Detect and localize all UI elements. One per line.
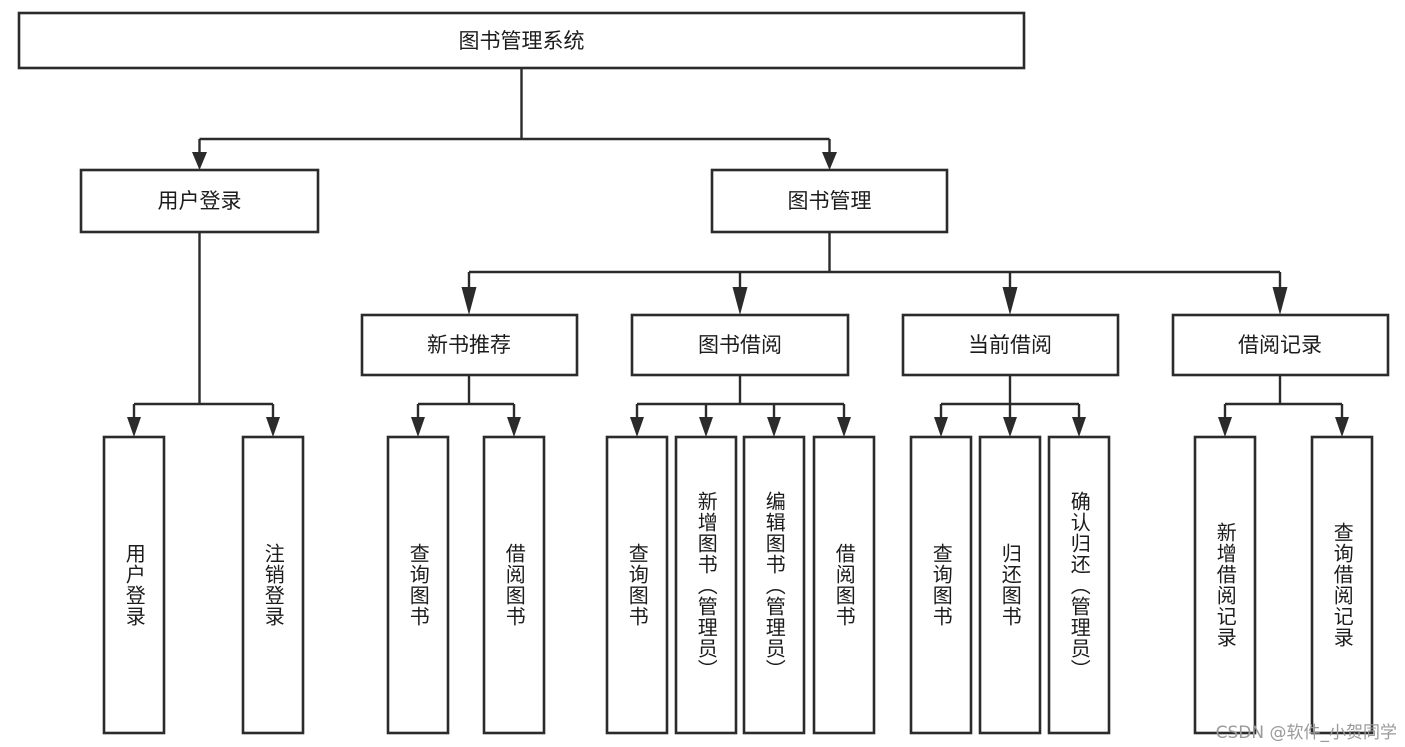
arrow-to-user-login [192, 152, 207, 170]
leaf-book-borrow-3-box[interactable] [742, 435, 806, 735]
node-book-borrow-box[interactable] [630, 313, 850, 377]
node-new-book-label: 新书推荐 [427, 333, 511, 357]
leaf-user-login-2-box[interactable] [241, 435, 305, 735]
node-current-borrow-box[interactable] [901, 313, 1120, 377]
leaf-book-borrow-2-box[interactable] [674, 435, 738, 735]
node-user-login-label: 用户登录 [158, 189, 242, 213]
leaf-book-borrow-1-box[interactable] [605, 435, 669, 735]
node-layer: 图书管理系统 用户登录 图书管理 新书推荐 图书借阅 当前借阅 借阅记录 [17, 11, 1390, 735]
node-book-manage-label: 图书管理 [788, 189, 872, 213]
leaf-book-borrow-4-box[interactable] [812, 435, 876, 735]
leaf-borrow-record-1-box[interactable] [1193, 435, 1257, 735]
arrow-book-borrow-c2 [699, 417, 713, 437]
arrow-to-current-borrow [1002, 287, 1018, 315]
leaf-current-borrow-2-box[interactable] [978, 435, 1042, 735]
leaf-borrow-record-2-box[interactable] [1310, 435, 1374, 735]
arrow-borrow-record-c1 [1218, 417, 1232, 437]
arrow-to-book-manage [822, 152, 837, 170]
arrow-user-login-c1 [127, 417, 141, 437]
connector-layer [127, 68, 1349, 437]
leaf-current-borrow-1-box[interactable] [909, 435, 973, 735]
arrow-current-borrow-c3 [1072, 417, 1086, 437]
arrow-current-borrow-c1 [934, 417, 948, 437]
arrow-to-new-book [461, 287, 477, 315]
node-borrow-record-box[interactable] [1171, 313, 1390, 377]
leaf-new-book-2-box[interactable] [482, 435, 546, 735]
arrow-new-book-c1 [411, 417, 425, 437]
node-new-book-box[interactable] [360, 313, 579, 377]
node-current-borrow-label: 当前借阅 [968, 333, 1052, 357]
node-root-box[interactable] [17, 11, 1026, 70]
node-borrow-record-label: 借阅记录 [1238, 333, 1322, 357]
leaf-current-borrow-3-box[interactable] [1047, 435, 1111, 735]
arrow-current-borrow-c2 [1003, 417, 1017, 437]
watermark-text: CSDN @软件_小贺同学 [1215, 723, 1397, 743]
arrow-book-borrow-c4 [837, 417, 851, 437]
node-root-label: 图书管理系统 [459, 29, 585, 53]
arrow-to-borrow-record [1272, 287, 1288, 315]
arrow-borrow-record-c2 [1335, 417, 1349, 437]
arrow-new-book-c2 [507, 417, 521, 437]
arrow-book-borrow-c1 [630, 417, 644, 437]
arrow-user-login-c2 [266, 417, 280, 437]
arrow-book-borrow-c3 [767, 417, 781, 437]
leaf-new-book-1-box[interactable] [386, 435, 450, 735]
arrow-to-book-borrow [732, 287, 748, 315]
node-book-manage-box[interactable] [710, 168, 949, 234]
node-book-borrow-label: 图书借阅 [698, 333, 782, 357]
node-user-login-box[interactable] [79, 168, 320, 234]
leaf-user-login-1-box[interactable] [102, 435, 166, 735]
